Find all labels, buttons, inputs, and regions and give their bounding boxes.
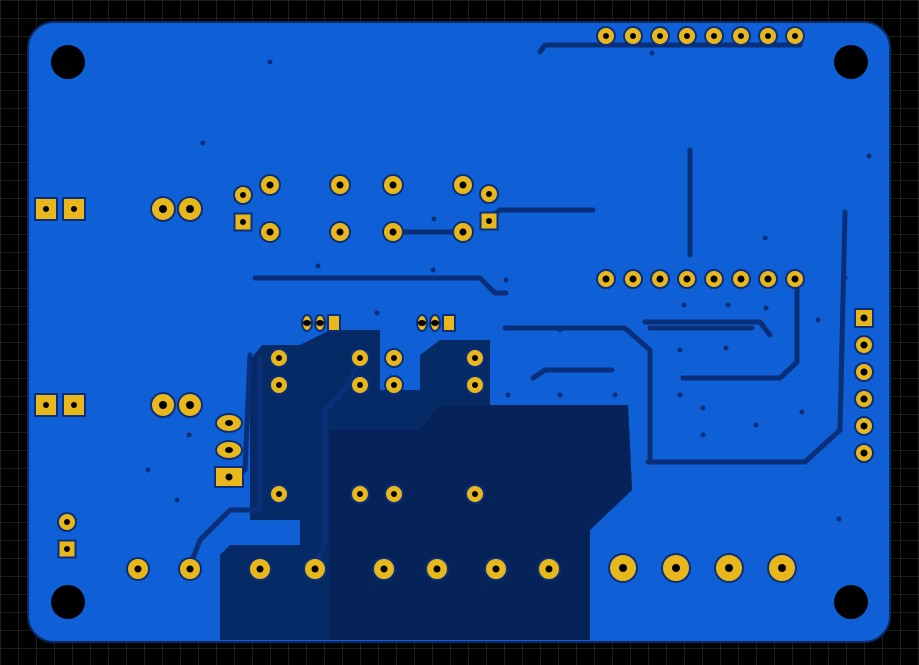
- right-header-pad-hole: [860, 368, 868, 376]
- power-pad-hole: [186, 205, 194, 213]
- large-terminal-pad-hole: [672, 564, 680, 572]
- power-pad-hole: [186, 401, 194, 409]
- component-pad-hole: [389, 181, 397, 189]
- component-pad-hole: [336, 228, 344, 236]
- power-area-pad-hole: [391, 355, 397, 361]
- top-header-pad-hole: [630, 33, 636, 39]
- top-header-pad-hole: [711, 33, 717, 39]
- power-area-pad-hole: [472, 382, 478, 388]
- left-connector-pad-hole: [71, 402, 77, 408]
- power-area-pad-hole: [472, 491, 478, 497]
- bottom-terminal-pad-hole: [545, 565, 553, 573]
- top-header-pad-hole: [738, 33, 744, 39]
- bottom-terminal-pad-hole: [433, 565, 441, 573]
- right-header-pad-hole: [860, 314, 868, 322]
- pads: [34, 26, 874, 583]
- transistor-pad: [327, 314, 341, 332]
- bottom-terminal-pad-hole: [492, 565, 500, 573]
- transistor-pad-hole: [431, 320, 439, 326]
- power-area-pad-hole: [276, 382, 282, 388]
- power-area-pad-hole: [357, 382, 363, 388]
- right-header-pad-hole: [860, 341, 868, 349]
- mounting-hole: [51, 45, 85, 79]
- component-pad-hole: [486, 218, 492, 224]
- mid-header-pad-hole: [683, 275, 691, 283]
- transistor-pad-hole: [316, 320, 324, 326]
- top-header-pad-hole: [684, 33, 690, 39]
- led-pad-hole: [64, 519, 70, 525]
- large-terminal-pad-hole: [778, 564, 786, 572]
- power-pad-hole: [159, 205, 167, 213]
- mounting-hole: [834, 45, 868, 79]
- mid-header-pad-hole: [710, 275, 718, 283]
- transistor-pad-hole: [418, 320, 426, 326]
- mid-header-pad-hole: [764, 275, 772, 283]
- vertical-connector-pad-hole: [225, 447, 233, 453]
- component-pad-hole: [266, 228, 274, 236]
- vias: [145, 50, 872, 522]
- mid-header-pad-hole: [629, 275, 637, 283]
- component-pad-hole: [459, 228, 467, 236]
- mid-header-pad-hole: [737, 275, 745, 283]
- large-terminal-pad-hole: [725, 564, 733, 572]
- vertical-connector-pad-hole: [225, 420, 233, 426]
- power-area-pad-hole: [276, 355, 282, 361]
- left-connector-pad-hole: [43, 402, 49, 408]
- mid-header-pad-hole: [656, 275, 664, 283]
- power-area-pad-hole: [276, 491, 282, 497]
- mounting-hole: [51, 585, 85, 619]
- component-pad-hole: [266, 181, 274, 189]
- power-area-pad-hole: [472, 355, 478, 361]
- power-pad-hole: [159, 401, 167, 409]
- copper-pour-inner: [330, 405, 632, 640]
- right-header-pad-hole: [860, 422, 868, 430]
- bottom-terminal-pad-hole: [134, 565, 142, 573]
- top-header-pad-hole: [765, 33, 771, 39]
- transistor-pad: [442, 314, 456, 332]
- component-pad-hole: [389, 228, 397, 236]
- top-header-pad-hole: [603, 33, 609, 39]
- component-pad-hole: [240, 219, 246, 225]
- right-header-pad-hole: [860, 449, 868, 457]
- left-connector-pad-hole: [43, 206, 49, 212]
- right-header-pad-hole: [860, 395, 868, 403]
- component-pad-hole: [459, 181, 467, 189]
- bottom-terminal-pad-hole: [256, 565, 264, 573]
- vertical-connector-pad-hole: [225, 473, 233, 481]
- power-area-pad-hole: [391, 491, 397, 497]
- large-terminal-pad-hole: [619, 564, 627, 572]
- mid-header-pad-hole: [602, 275, 610, 283]
- transistor-pad-hole: [303, 320, 311, 326]
- component-pad-hole: [240, 192, 246, 198]
- power-area-pad-hole: [357, 491, 363, 497]
- power-area-pad-hole: [391, 382, 397, 388]
- mounting-holes: [51, 45, 868, 619]
- led-pad-hole: [64, 546, 70, 552]
- bottom-terminal-pad-hole: [380, 565, 388, 573]
- bottom-terminal-pad-hole: [186, 565, 194, 573]
- component-pad-hole: [336, 181, 344, 189]
- bottom-terminal-pad-hole: [311, 565, 319, 573]
- mounting-hole: [834, 585, 868, 619]
- mid-header-pad-hole: [791, 275, 799, 283]
- top-header-pad-hole: [657, 33, 663, 39]
- left-connector-pad-hole: [71, 206, 77, 212]
- top-header-pad-hole: [792, 33, 798, 39]
- component-pad-hole: [486, 191, 492, 197]
- power-area-pad-hole: [357, 355, 363, 361]
